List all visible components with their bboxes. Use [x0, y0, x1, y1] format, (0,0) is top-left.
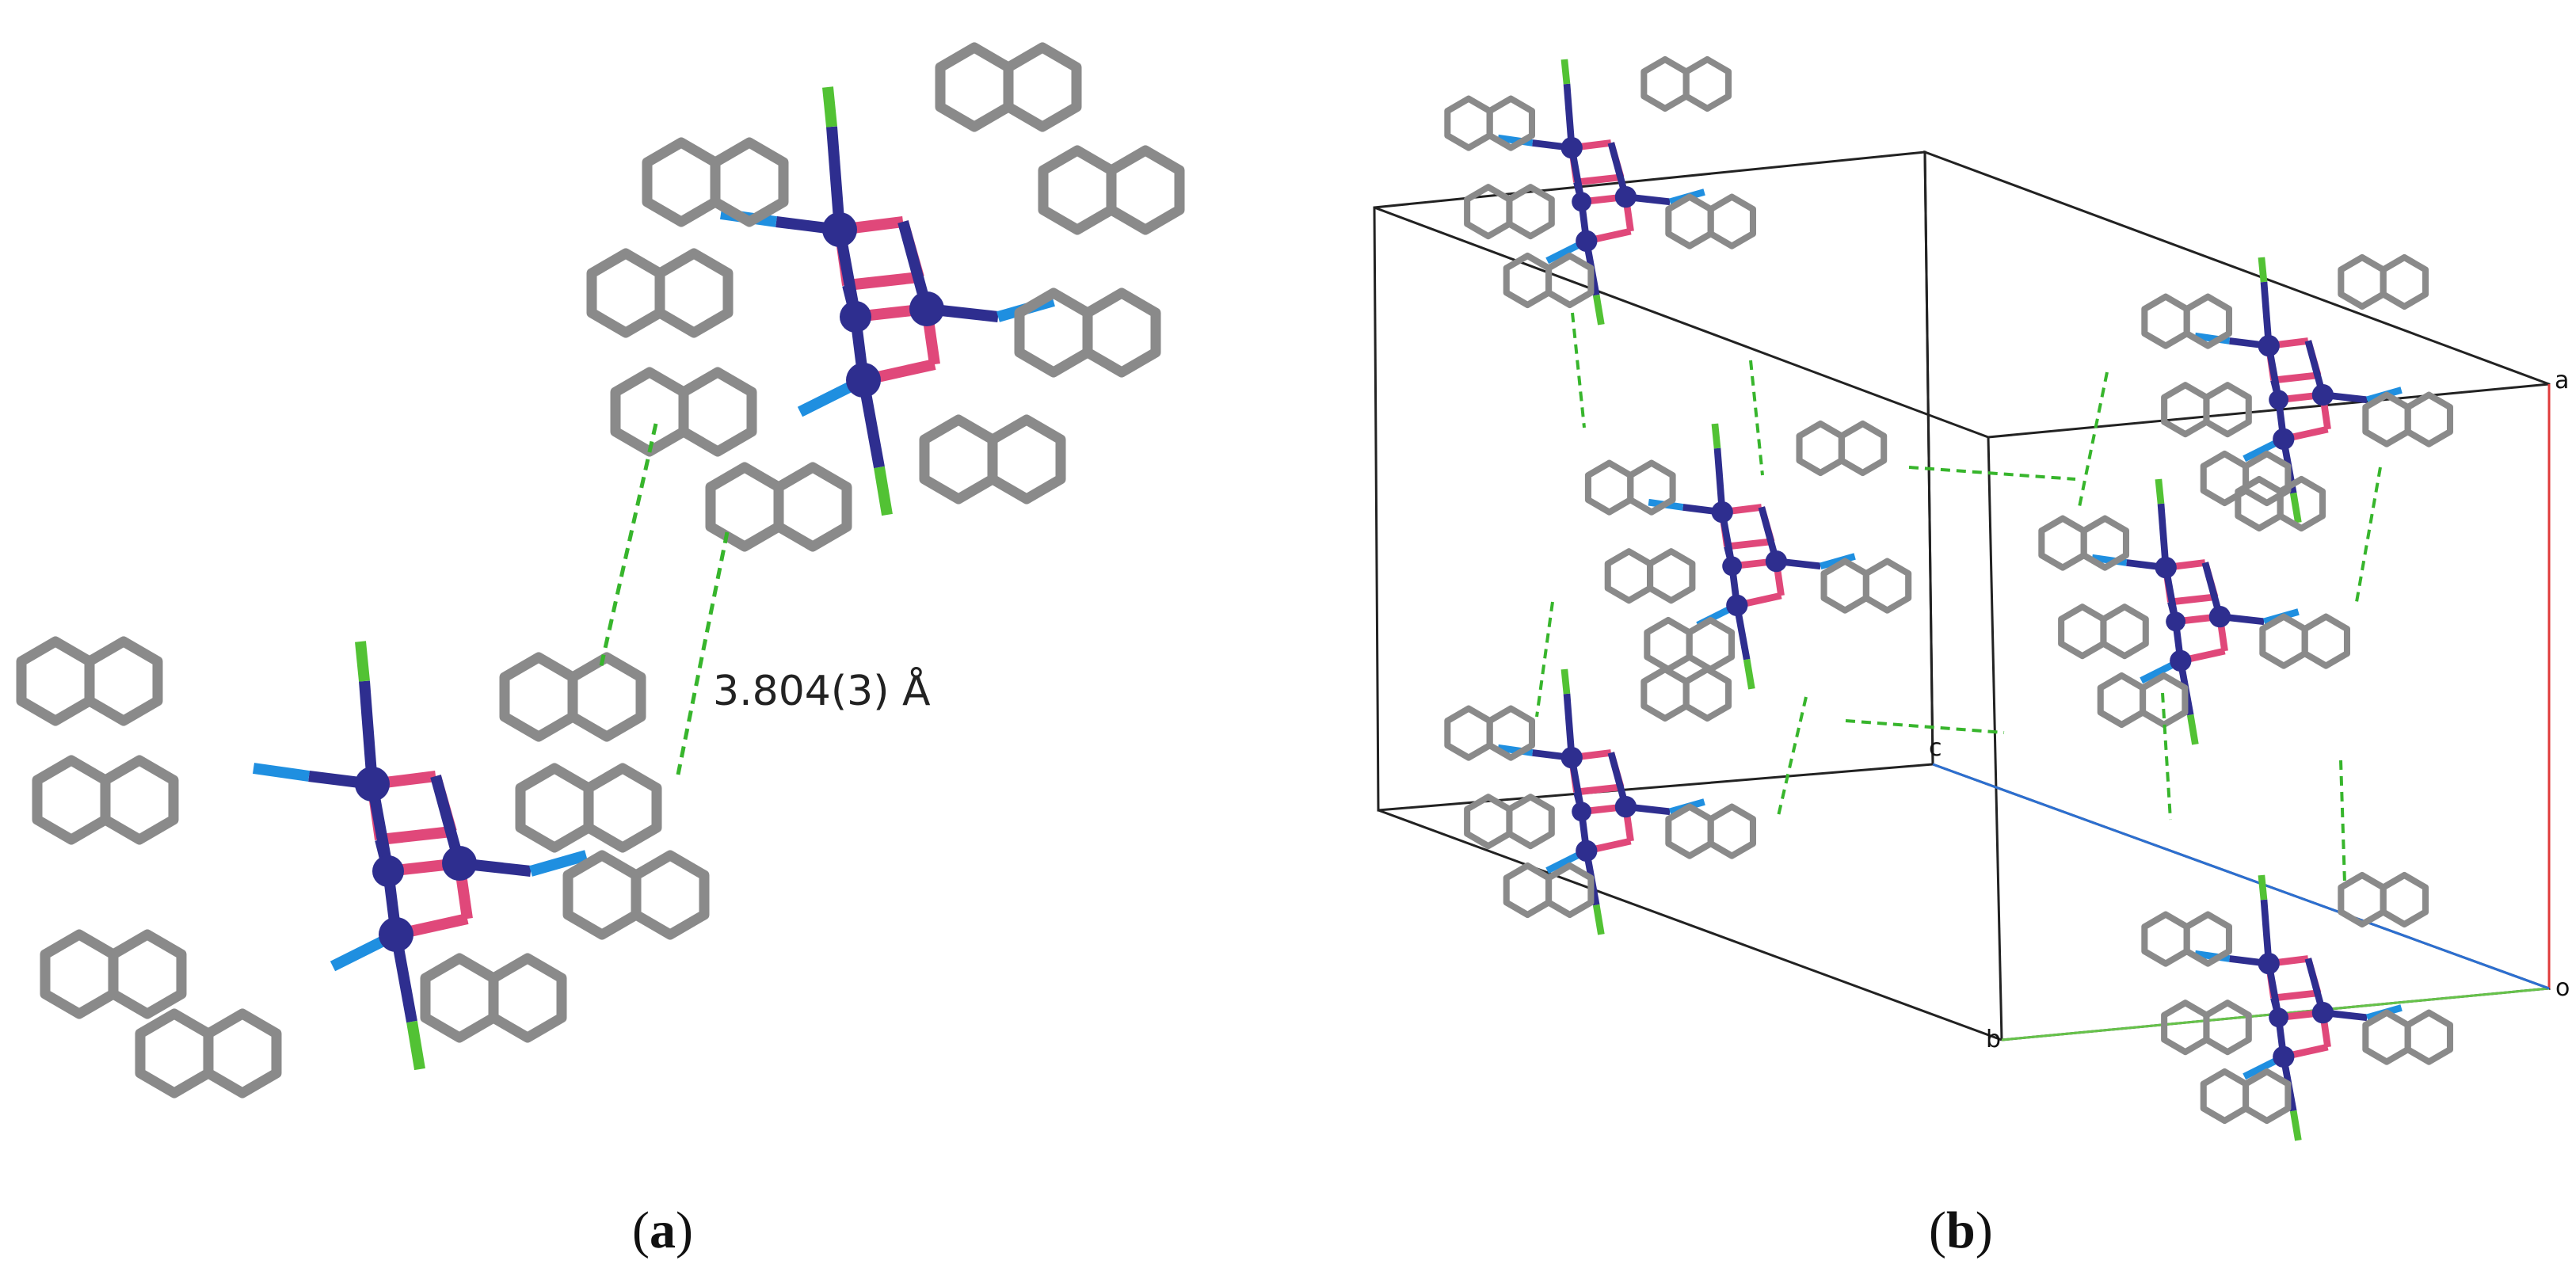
axis-label-o: o — [2555, 974, 2570, 1002]
packed-cluster-5 — [2041, 479, 2347, 744]
packed-cluster-3 — [1447, 669, 1753, 935]
caption-a: (a) — [632, 1201, 693, 1259]
contact-line-1 — [598, 423, 658, 670]
packed-cluster-1 — [1447, 59, 1753, 325]
packing-contacts — [1535, 312, 2382, 884]
unit-cell — [1373, 150, 2551, 1041]
packed-cluster-2 — [1588, 424, 1908, 689]
contact-line-2 — [676, 531, 730, 775]
upper-cluster — [592, 48, 1179, 546]
lower-cluster — [21, 642, 704, 1093]
axis-label-b: b — [1986, 1026, 2001, 1053]
axis-label-c: c — [1929, 734, 1942, 762]
axis-label-a: a — [2555, 367, 2569, 394]
distance-label: 3.804(3) Å — [713, 666, 931, 715]
caption-b: (b) — [1929, 1201, 1993, 1259]
panel-a: 3.804(3) Å (a) — [21, 48, 1179, 1259]
axis-c-line — [1932, 763, 2550, 990]
panel-b: a b c o — [1373, 59, 2570, 1259]
packed-cluster-6 — [2144, 875, 2450, 1140]
